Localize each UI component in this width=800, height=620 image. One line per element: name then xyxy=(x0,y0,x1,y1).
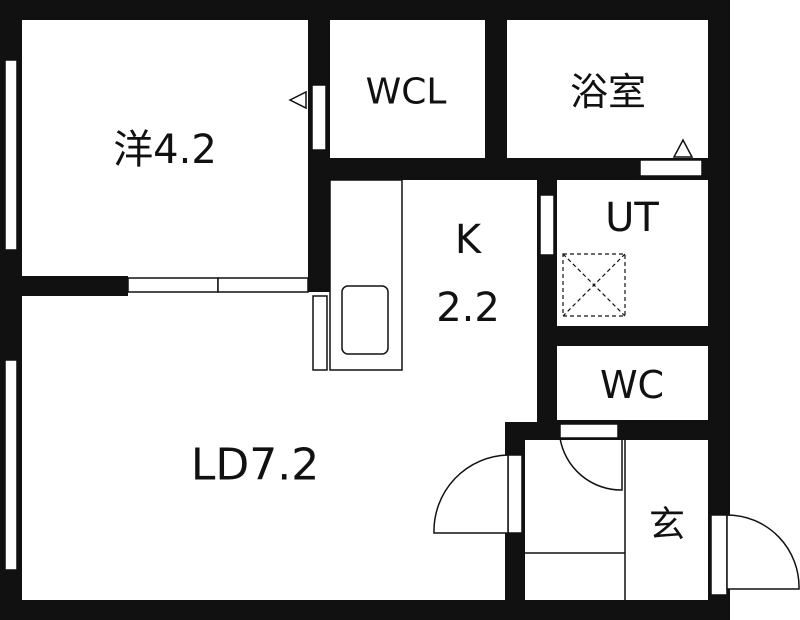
label-walk-in-closet: WCL xyxy=(366,72,447,113)
window-ld-left xyxy=(4,359,18,571)
ld-door-swing xyxy=(433,454,509,534)
interior-walls xyxy=(0,0,728,618)
wcl-door[interactable] xyxy=(311,84,327,151)
label-entrance: 玄 xyxy=(649,505,685,546)
wc-door-swing xyxy=(559,437,623,491)
wall-ut-wc xyxy=(537,326,727,346)
wall-wcl-bath xyxy=(485,0,507,180)
wall-top xyxy=(0,0,724,20)
entrance-lines xyxy=(525,440,626,600)
door-markers xyxy=(288,90,694,158)
label-toilet: WC xyxy=(600,363,664,407)
washer-pan-outline xyxy=(562,253,626,317)
washer-pan-diag-2 xyxy=(562,253,626,317)
label-western-room: 洋4.2 xyxy=(113,127,217,173)
label-bathroom: 浴室 xyxy=(570,70,646,114)
sink xyxy=(341,285,389,355)
wc-door-leaf xyxy=(559,423,619,439)
sliding-door-room-1[interactable] xyxy=(127,277,219,293)
ld-door-leaf xyxy=(507,454,523,534)
label-living-dining: LD7.2 xyxy=(191,440,319,491)
label-kitchen-name: K xyxy=(455,217,483,263)
front-door[interactable] xyxy=(710,514,800,596)
front-door-opening xyxy=(710,514,728,596)
front-door-swing xyxy=(726,514,800,590)
ld-entrance-door[interactable] xyxy=(433,454,523,534)
wcl-marker-icon xyxy=(288,90,307,110)
wall-right-upper xyxy=(708,0,730,440)
windows xyxy=(4,59,18,571)
wall-room-bottom xyxy=(0,276,128,296)
wall-upper-row-bottom xyxy=(308,158,728,180)
ut-door[interactable] xyxy=(539,194,555,256)
bath-door[interactable] xyxy=(639,159,703,177)
sliding-door-room-2[interactable] xyxy=(217,277,309,293)
wall-bottom xyxy=(0,600,730,620)
kitchen-counter xyxy=(312,179,403,371)
wall-entrance-top xyxy=(505,422,557,440)
wc-door[interactable] xyxy=(559,423,623,491)
bath-marker-icon xyxy=(672,138,694,158)
sliding-doors xyxy=(127,84,703,293)
washer-pan xyxy=(562,253,626,317)
label-utility: UT xyxy=(605,195,659,241)
counter-edge xyxy=(312,295,328,371)
label-kitchen-size: 2.2 xyxy=(436,285,500,331)
counter-outline xyxy=(329,179,403,371)
window-room-left xyxy=(4,59,18,251)
